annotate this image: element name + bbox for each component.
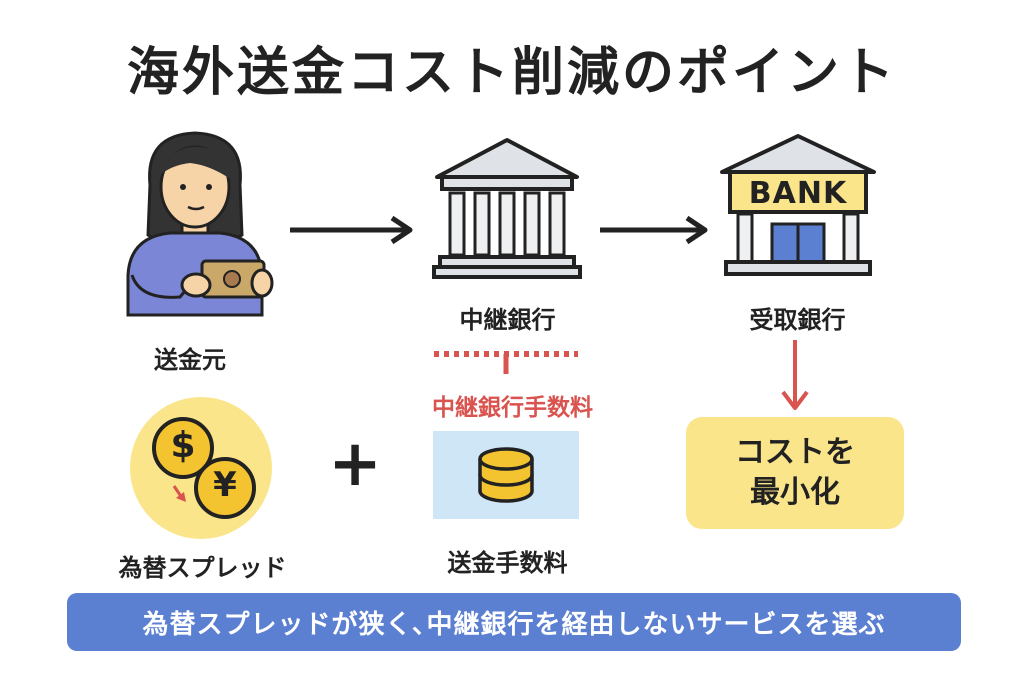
- coin-stack-icon: [478, 447, 534, 503]
- dollar-coin-icon: [152, 417, 214, 479]
- cost-minimize-box: コストを 最小化: [686, 417, 904, 529]
- recommendation-banner: 為替スプレッドが狭く､中継銀行を経由しないサービスを選ぶ: [67, 593, 961, 651]
- arrow-down-icon: [781, 340, 809, 410]
- plus-sign: +: [328, 427, 382, 501]
- yen-coin-icon: [194, 457, 256, 519]
- bank-building-icon: [720, 134, 876, 276]
- sender-label: 送金元: [154, 346, 226, 374]
- fx-spread-label: 為替スプレッド: [118, 554, 287, 582]
- bank-columns-icon: [432, 138, 582, 279]
- yen-symbol: ¥: [213, 465, 237, 505]
- receiver-label: 受取銀行: [749, 306, 846, 334]
- recommendation-text: 為替スプレッドが狭く､中継銀行を経由しないサービスを選ぶ: [142, 609, 886, 640]
- page-title: 海外送金コスト削減のポイント: [126, 43, 897, 103]
- arrow-right-icon: [600, 215, 708, 245]
- intermediary-label: 中継銀行: [459, 306, 556, 334]
- bank-sign: BANK: [748, 176, 848, 211]
- arrow-right-icon: [290, 215, 413, 245]
- remittance-fee-label: 送金手数料: [447, 549, 568, 577]
- intermediary-fee-label: 中継銀行手数料: [432, 395, 593, 421]
- cost-minimize-line1: コストを: [735, 435, 855, 470]
- fee-bracket: [434, 351, 578, 374]
- person-holding-phone-icon: [126, 131, 274, 317]
- cost-minimize-line2: 最小化: [750, 475, 840, 510]
- dollar-symbol: $: [170, 425, 196, 466]
- down-arrow-small-icon: [172, 485, 186, 502]
